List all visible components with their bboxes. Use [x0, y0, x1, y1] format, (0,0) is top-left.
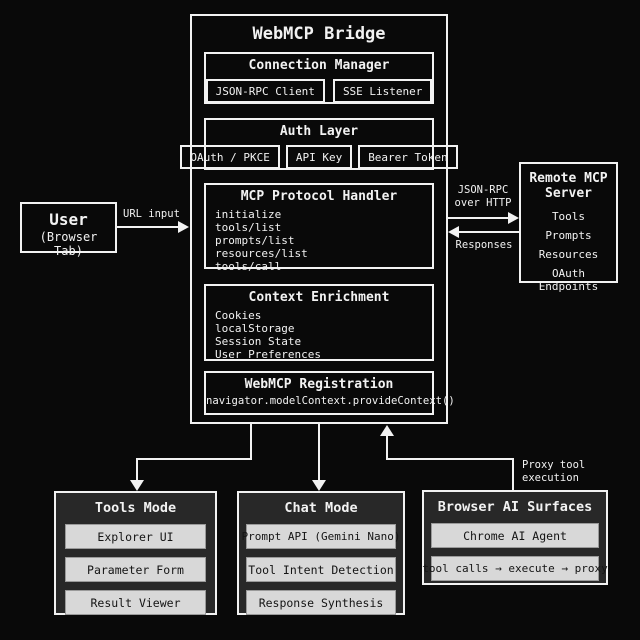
- connector-bridge-tools-v1: [250, 424, 252, 460]
- result-viewer-button: Result Viewer: [65, 590, 206, 615]
- remote-prompts: Prompts: [545, 229, 592, 242]
- method-prompts-list: prompts/list: [215, 234, 295, 247]
- method-resources-list: resources/list: [215, 247, 308, 260]
- connector-bridge-tools-v2: [136, 458, 138, 481]
- webmcp-registration-title: WebMCP Registration: [244, 377, 394, 392]
- tools-mode-node: Tools Mode Explorer UI Parameter Form Re…: [54, 491, 217, 615]
- auth-layer-node: Auth Layer OAuth / PKCE API Key Bearer T…: [180, 118, 458, 170]
- response-synthesis-button: Response Synthesis: [246, 590, 396, 615]
- api-key-node: API Key: [285, 145, 353, 169]
- context-enrichment-node: Context Enrichment Cookies localStorage …: [204, 284, 434, 361]
- arrow-user-to-bridge: [117, 226, 179, 228]
- context-enrichment-title: Context Enrichment: [248, 290, 390, 305]
- tool-calls-flow-button: tool calls → execute → proxy: [422, 556, 608, 581]
- bridge-title: WebMCP Bridge: [252, 24, 386, 44]
- chat-mode-node: Chat Mode Prompt API (Gemini Nano) Tool …: [237, 491, 405, 615]
- browser-ai-surfaces-title: Browser AI Surfaces: [437, 499, 593, 515]
- context-user-preferences: User Preferences: [215, 348, 321, 361]
- arrowhead-right-icon: [178, 221, 189, 233]
- connector-bridge-tools-h: [136, 458, 252, 460]
- arrowhead-right-icon: [508, 212, 519, 224]
- remote-oauth-endpoints: OAuth Endpoints: [538, 267, 599, 293]
- remote-resources: Resources: [538, 248, 599, 261]
- proxy-tool-execution-label: Proxy tool execution: [522, 459, 586, 484]
- context-cookies: Cookies: [215, 309, 262, 322]
- context-session-state: Session State: [215, 335, 302, 348]
- connector-bridge-chat-v: [318, 424, 320, 481]
- arrowhead-up-icon: [380, 425, 394, 436]
- arrowhead-left-icon: [448, 226, 459, 238]
- connection-manager-node: Connection Manager JSON-RPC Client SSE L…: [204, 52, 434, 104]
- method-tools-call: tools/call: [215, 260, 282, 273]
- arrow-remote-to-bridge: [459, 231, 519, 233]
- json-rpc-client-node: JSON-RPC Client: [205, 79, 325, 103]
- mcp-protocol-handler-title: MCP Protocol Handler: [240, 189, 398, 204]
- chat-mode-title: Chat Mode: [284, 500, 358, 516]
- context-localstorage: localStorage: [215, 322, 295, 335]
- webmcp-registration-node: WebMCP Registration navigator.modelConte…: [204, 371, 455, 415]
- tool-intent-detection-button: Tool Intent Detection: [246, 557, 396, 582]
- tools-mode-title: Tools Mode: [94, 500, 177, 516]
- parameter-form-button: Parameter Form: [65, 557, 206, 582]
- method-tools-list: tools/list: [215, 221, 282, 234]
- connector-proxy-v2: [512, 458, 514, 490]
- chrome-ai-agent-button: Chrome AI Agent: [431, 523, 599, 548]
- browser-ai-surfaces-node: Browser AI Surfaces Chrome AI Agent tool…: [422, 490, 608, 585]
- bearer-token-node: Bearer Token: [358, 145, 458, 169]
- method-initialize: initialize: [215, 208, 282, 221]
- arrow-bridge-to-remote: [448, 217, 508, 219]
- url-input-label: URL input: [123, 208, 180, 220]
- registration-code: navigator.modelContext.provideContext(): [206, 395, 455, 407]
- prompt-api-button: Prompt API (Gemini Nano): [242, 524, 400, 549]
- user-node-title: User: [49, 210, 88, 229]
- mcp-protocol-handler-node: MCP Protocol Handler initialize tools/li…: [204, 183, 434, 273]
- explorer-ui-button: Explorer UI: [65, 524, 206, 549]
- connector-proxy-v1: [386, 435, 388, 460]
- webmcp-bridge-node: WebMCP Bridge Connection Manager JSON-RP…: [180, 14, 458, 424]
- user-node-subtitle: (Browser Tab): [39, 230, 98, 258]
- remote-mcp-server-title: Remote MCP Server: [529, 171, 608, 201]
- responses-label: Responses: [455, 239, 513, 251]
- oauth-pkce-node: OAuth / PKCE: [180, 145, 280, 169]
- remote-mcp-server-node: Remote MCP Server Tools Prompts Resource…: [519, 162, 618, 293]
- sse-listener-node: SSE Listener: [332, 79, 433, 103]
- auth-layer-title: Auth Layer: [279, 124, 359, 139]
- connector-proxy-h: [386, 458, 514, 460]
- arrowhead-down-icon: [130, 480, 144, 491]
- connection-manager-title: Connection Manager: [248, 58, 390, 73]
- arrowhead-down-icon: [312, 480, 326, 491]
- json-rpc-over-http-label: JSON-RPC over HTTP: [454, 184, 512, 209]
- remote-tools: Tools: [551, 210, 586, 223]
- user-node: User (Browser Tab): [20, 202, 117, 258]
